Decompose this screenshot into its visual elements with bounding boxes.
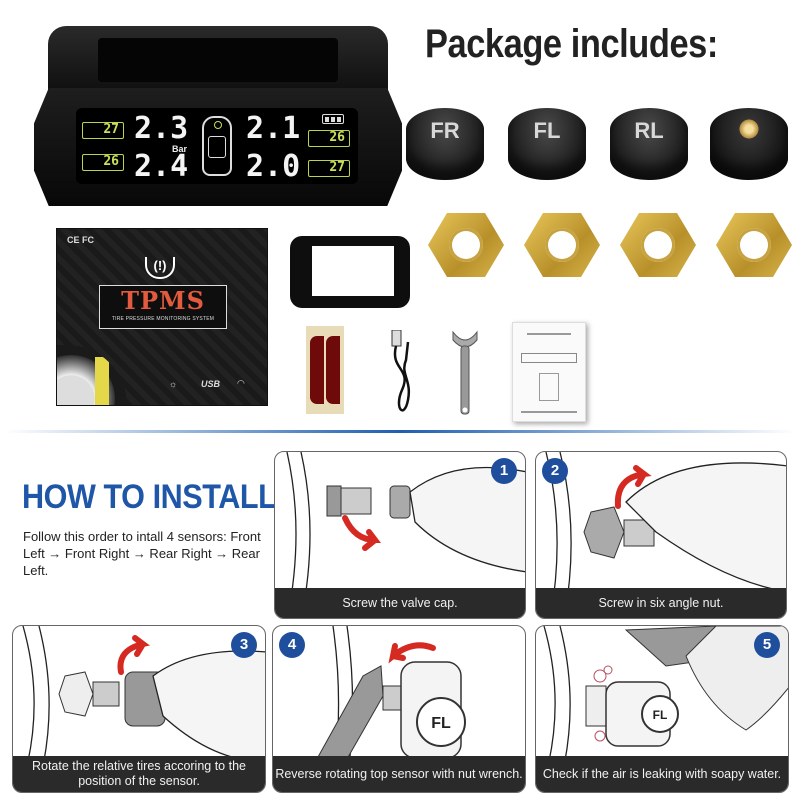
step-card-5: FL 5 Check if the air is leaking with so… — [535, 625, 789, 793]
step-caption: Screw the valve cap. — [275, 588, 525, 618]
hex-nut-illustration — [545, 452, 786, 618]
step-number-badge: 1 — [491, 458, 517, 484]
sensor-rr-valve-view — [710, 108, 788, 180]
wrench-sensor-illustration: FL — [312, 626, 466, 767]
hex-nut — [524, 213, 600, 277]
wrench-icon — [452, 330, 478, 415]
step-card-3: 3 Rotate the relative tires accoring to … — [12, 625, 266, 793]
certification-marks: CE FC — [67, 235, 94, 245]
box-subtitle: TIRE PRESSURE MONITORING SYSTEM — [111, 316, 215, 322]
usb-cable-icon — [391, 330, 411, 412]
front-left-pressure: 2.3 — [134, 111, 189, 146]
step-caption: Check if the air is leaking with soapy w… — [536, 756, 788, 792]
valve-cap-illustration — [286, 452, 525, 618]
tire-graphic — [57, 345, 127, 405]
monitor-solar-panel — [48, 26, 388, 98]
tpms-monitor: 27 26 2.3 Bar 2.4 2.1 2.0 26 27 — [34, 26, 402, 208]
rotate-sensor-illustration — [22, 626, 265, 767]
box-brand-label: TPMS TIRE PRESSURE MONITORING SYSTEM — [99, 285, 227, 329]
pressure-unit: Bar — [172, 144, 188, 154]
svg-text:FL: FL — [653, 708, 668, 722]
rear-left-pressure: 2.4 — [134, 149, 189, 184]
tpms-warning-icon — [214, 121, 222, 129]
gauge-icon: ◠ — [237, 378, 245, 388]
hex-nut — [428, 213, 504, 277]
fl-label: FL — [431, 715, 451, 732]
valve-core-icon — [738, 118, 760, 140]
battery-icon — [322, 114, 344, 124]
step-number-badge: 3 — [231, 632, 257, 658]
package-title: Package includes: — [425, 22, 718, 66]
retail-box: CE FC (!) TPMS TIRE PRESSURE MONITORING … — [56, 228, 268, 406]
monitor-holder — [290, 236, 410, 308]
box-brand: TPMS — [121, 286, 205, 315]
rear-right-temp: 27 — [308, 160, 350, 177]
sun-icon: ☼ — [169, 379, 178, 389]
install-description: Follow this order to intall 4 sensors: F… — [23, 529, 261, 578]
step-card-1: 1 Screw the valve cap. — [274, 451, 526, 619]
step-caption: Reverse rotating top sensor with nut wre… — [273, 756, 525, 792]
step-card-2: 2 Screw in six angle nut. — [535, 451, 787, 619]
step-card-4: FL 4 Reverse rotating top sensor with nu… — [272, 625, 526, 793]
section-divider — [4, 430, 796, 433]
user-manual — [512, 322, 586, 422]
sensor-fr: FR — [406, 108, 484, 180]
front-left-temp: 27 — [82, 122, 124, 139]
step-number-badge: 2 — [542, 458, 568, 484]
hex-nut — [620, 213, 696, 277]
step-number-badge: 4 — [279, 632, 305, 658]
rear-right-pressure: 2.0 — [246, 149, 301, 184]
sensor-fl: FL — [508, 108, 586, 180]
monitor-lcd-screen: 27 26 2.3 Bar 2.4 2.1 2.0 26 27 — [76, 108, 358, 184]
front-right-pressure: 2.1 — [246, 111, 301, 146]
rear-left-temp: 26 — [82, 154, 124, 171]
tpms-warning-icon: (!) — [145, 257, 175, 279]
sensor-rl: RL — [610, 108, 688, 180]
step-caption: Screw in six angle nut. — [536, 588, 786, 618]
hex-nut — [716, 213, 792, 277]
front-right-temp: 26 — [308, 130, 350, 147]
adhesive-tape — [306, 326, 344, 414]
usb-icon: USB — [201, 379, 221, 389]
step-caption: Rotate the relative tires accoring to th… — [13, 756, 265, 792]
car-icon — [202, 116, 232, 176]
step-number-badge: 5 — [754, 632, 780, 658]
install-title: HOW TO INSTALL — [22, 478, 277, 516]
